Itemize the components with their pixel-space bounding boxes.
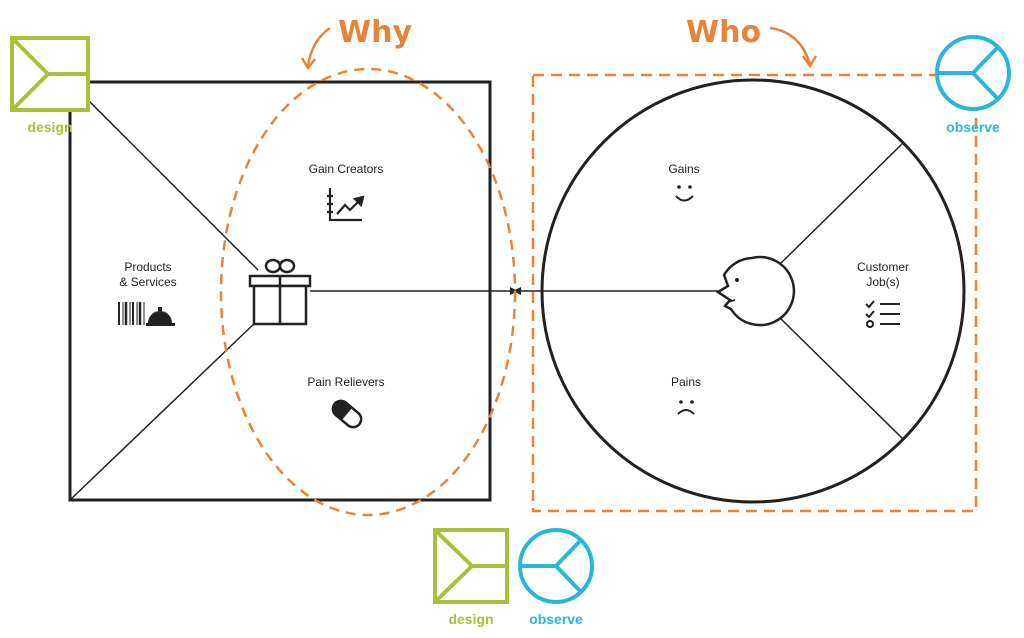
customer-face-icon — [715, 255, 796, 327]
pain-relievers-label: Pain Relievers — [307, 375, 384, 389]
who-dashed-frame — [531, 73, 978, 513]
who-arrow-head-icon — [801, 55, 818, 69]
profile-divider-top — [777, 142, 904, 267]
who-arrow — [769, 26, 812, 65]
customer-jobs-label-line2: Job(s) — [866, 275, 899, 289]
gift-icon — [248, 258, 312, 326]
design-badge-bottom: design — [433, 528, 509, 627]
value-map-divider-top — [69, 81, 259, 271]
barcode-icon — [118, 302, 145, 325]
trend-chart-icon — [327, 188, 365, 222]
why-annotation: Why — [219, 15, 517, 517]
gains-label: Gains — [668, 162, 699, 176]
observe-label-bottom: observe — [529, 611, 583, 627]
smile-icon — [675, 185, 694, 202]
design-label-top: design — [27, 119, 72, 135]
customer-jobs-label-line1: Customer — [857, 260, 909, 274]
value-map-divider-bottom — [69, 319, 259, 501]
frown-icon — [677, 400, 695, 415]
gain-creators-label: Gain Creators — [309, 162, 384, 176]
products-label-line1: Products — [124, 260, 171, 274]
fit-arrow-left-icon — [513, 287, 521, 295]
value-map: Gain Creators Products & Services — [68, 80, 518, 502]
why-dashed-ellipse — [219, 67, 517, 517]
who-annotation: Who — [686, 15, 818, 69]
why-arrow-head-icon — [300, 57, 316, 71]
profile-divider-bottom — [777, 315, 904, 440]
why-label: Why — [338, 15, 412, 50]
pill-icon — [331, 399, 363, 429]
design-badge-top: design — [10, 36, 90, 135]
products-label-line2: & Services — [119, 275, 176, 289]
why-arrow — [306, 26, 331, 67]
pains-label: Pains — [671, 375, 701, 389]
design-label-bottom: design — [448, 611, 493, 627]
checklist-icon — [865, 300, 900, 328]
observe-badge-bottom: observe — [518, 528, 594, 627]
customer-profile: Gains Pains Customer Job(s) — [513, 73, 978, 513]
observe-badge-top: observe — [935, 35, 1011, 135]
service-bell-icon — [146, 307, 175, 326]
who-label: Who — [686, 15, 761, 50]
observe-label-top: observe — [946, 119, 1000, 135]
